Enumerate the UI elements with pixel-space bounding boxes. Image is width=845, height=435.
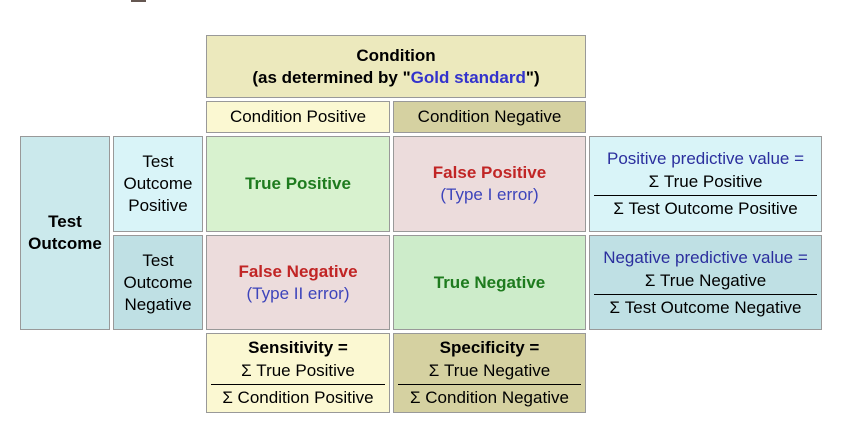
condition-subtitle-prefix: (as determined by " [252,67,411,87]
specificity-title: Specificity = [439,338,540,357]
confusion-matrix-table: Condition (as determined by "Gold standa… [20,35,822,413]
ppv-fraction: Σ True Positive Σ Test Outcome Positive [594,171,817,220]
true-positive-cell: True Positive [206,136,390,232]
type1-error-label: (Type I error) [440,185,539,204]
test-outcome-positive-label: Test Outcome Positive [113,136,203,232]
npv-title: Negative predictive value = [603,247,808,267]
sensitivity-numerator: Σ True Positive [210,360,386,385]
false-negative-cell: False Negative (Type II error) [206,235,390,330]
condition-positive-header: Condition Positive [206,101,390,133]
sensitivity-denominator: Σ Condition Positive [222,388,374,407]
condition-header-cell: Condition (as determined by "Gold standa… [206,35,586,98]
false-negative-label: False Negative [238,261,358,281]
specificity-fraction: Σ True Negative Σ Condition Negative [397,360,582,409]
ppv-title: Positive predictive value = [606,149,805,168]
specificity-numerator: Σ True Negative [397,360,582,385]
condition-title: Condition [356,45,436,65]
true-positive-label: True Positive [245,174,351,193]
specificity-denominator: Σ Condition Negative [410,388,569,407]
condition-negative-header: Condition Negative [393,101,586,133]
sensitivity-cell: Sensitivity = Σ True Positive Σ Conditio… [206,333,390,413]
negative-predictive-value-cell: Negative predictive value = Σ True Negat… [589,235,822,330]
positive-predictive-value-cell: Positive predictive value = Σ True Posit… [589,136,822,232]
npv-numerator: Σ True Negative [594,270,817,295]
ppv-numerator: Σ True Positive [594,171,817,196]
npv-fraction: Σ True Negative Σ Test Outcome Negative [594,270,817,319]
false-positive-label: False Positive [432,163,547,182]
sensitivity-fraction: Σ True Positive Σ Condition Positive [210,360,386,409]
condition-subtitle-suffix: ") [525,67,540,87]
type2-error-label: (Type II error) [246,283,350,303]
condition-subtitle: (as determined by "Gold standard") [252,67,539,89]
true-negative-label: True Negative [433,272,546,292]
false-positive-cell: False Positive (Type I error) [393,136,586,232]
ppv-denominator: Σ Test Outcome Positive [613,199,798,218]
gold-standard-link[interactable]: Gold standard [410,67,526,87]
test-outcome-header: Test Outcome [20,136,110,330]
test-outcome-negative-label: Test Outcome Negative [113,235,203,330]
npv-denominator: Σ Test Outcome Negative [609,297,802,317]
cropped-text-artifact [131,0,146,2]
specificity-cell: Specificity = Σ True Negative Σ Conditio… [393,333,586,413]
sensitivity-title: Sensitivity = [248,338,348,357]
true-negative-cell: True Negative [393,235,586,330]
